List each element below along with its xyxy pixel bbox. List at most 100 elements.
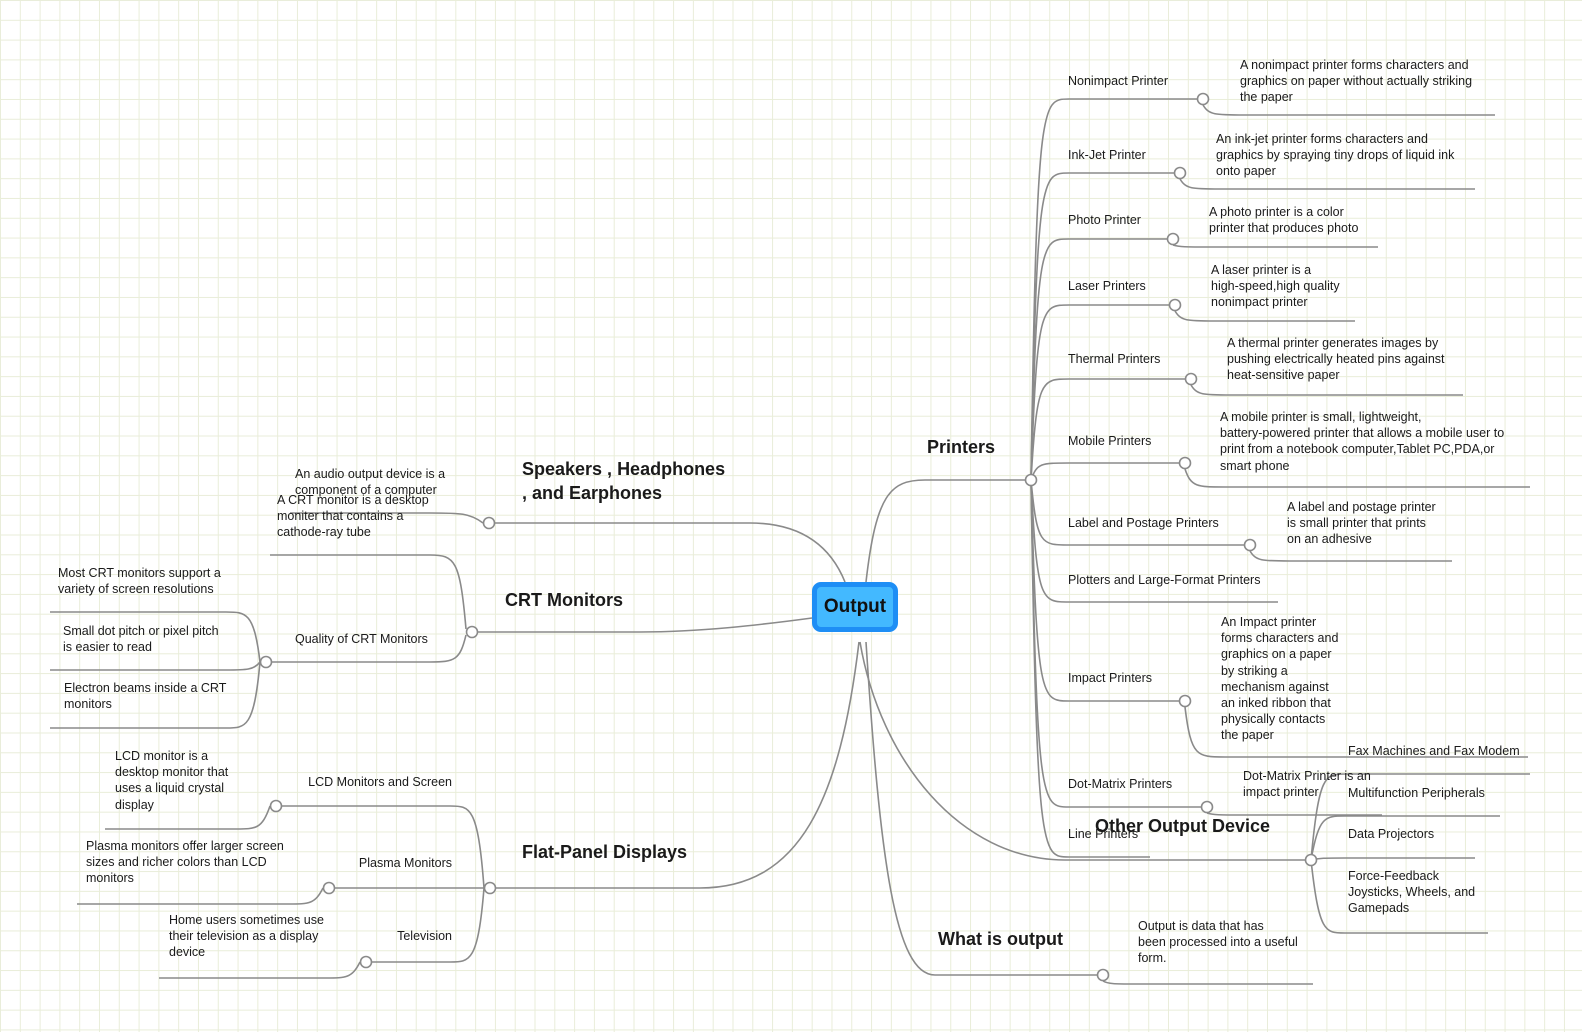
printer-connector [1030, 238, 1070, 481]
photo-printer-note[interactable]: A photo printer is a color printer that … [1209, 205, 1359, 236]
laser-printers-topic[interactable]: Laser Printers [1068, 279, 1146, 293]
flat-panel-item-connector [372, 887, 485, 963]
laser-printers-note[interactable]: A laser printer is a high-speed,high qua… [1211, 263, 1340, 310]
nonimpact-printer-topic[interactable]: Nonimpact Printer [1068, 74, 1169, 88]
force-feedback-topic[interactable]: Force-Feedback Joysticks, Wheels, and Ga… [1348, 869, 1476, 915]
printer-note-connector [1190, 384, 1463, 396]
printer-note-connector [1174, 310, 1355, 322]
crt-quality-toggle[interactable] [259, 655, 273, 669]
printer-toggle[interactable] [1243, 538, 1257, 552]
thermal-printers-topic[interactable]: Thermal Printers [1068, 352, 1161, 366]
crt-monitors-topic[interactable]: CRT Monitors [505, 590, 623, 610]
nonimpact-printer-note[interactable]: A nonimpact printer forms characters and… [1240, 58, 1473, 105]
dot-matrix-printers-note[interactable]: Dot-Matrix Printer is an impact printer [1243, 769, 1371, 800]
ink-jet-printer-note[interactable]: An ink-jet printer forms characters and … [1216, 132, 1455, 179]
printer-toggle[interactable] [1178, 694, 1192, 708]
printers-toggle[interactable] [1024, 473, 1038, 487]
printer-connector [1030, 479, 1070, 858]
thermal-printers-note[interactable]: A thermal printer generates images by pu… [1227, 336, 1445, 383]
printer-note-connector [1184, 706, 1528, 758]
printer-toggle[interactable] [1184, 372, 1198, 386]
plasma-monitors-note[interactable]: Plasma monitors offer larger screen size… [86, 839, 284, 886]
printers-topic[interactable]: Printers [927, 437, 996, 457]
printer-toggle[interactable] [1196, 92, 1210, 106]
other-output-toggle[interactable] [1304, 853, 1318, 867]
lcd-monitors-note[interactable]: LCD monitor is a desktop monitor that us… [115, 749, 229, 812]
printer-toggle[interactable] [1178, 456, 1192, 470]
what-is-output-note[interactable]: Output is data that has been processed i… [1138, 919, 1298, 966]
mobile-printers-note[interactable]: A mobile printer is small, lightweight, … [1220, 410, 1505, 473]
other-output-device-topic[interactable]: Other Output Device [1095, 816, 1271, 836]
plasma-monitors-topic[interactable]: Plasma Monitors [358, 856, 452, 870]
lcd-monitors-topic[interactable]: LCD Monitors and Screen [308, 775, 452, 789]
speakers-note-connector [290, 512, 484, 524]
central-topic[interactable]: Output [812, 582, 898, 632]
other-output-item-connector [1310, 815, 1500, 861]
label-postage-printers-note[interactable]: A label and postage printer is small pri… [1287, 500, 1436, 547]
ink-jet-printer-topic[interactable]: Ink-Jet Printer [1068, 148, 1146, 162]
flat-panel-displays-topic[interactable]: Flat-Panel Displays [522, 842, 688, 862]
what-is-output-topic[interactable]: What is output [938, 929, 1063, 949]
dot-matrix-printers-topic[interactable]: Dot-Matrix Printers [1068, 777, 1173, 791]
printer-note-connector [1249, 550, 1452, 562]
other-output-connector [859, 641, 1305, 861]
impact-printers-note[interactable]: An Impact printer forms characters and g… [1221, 615, 1339, 743]
what-is-output-toggle[interactable] [1096, 968, 1110, 982]
printer-connector [1030, 304, 1070, 481]
flat-panel-item-toggle[interactable] [322, 881, 336, 895]
flat-panel-connector [496, 641, 860, 889]
flat-panel-item-toggle[interactable] [269, 799, 283, 813]
other-output-item-connector [1310, 857, 1475, 861]
speakers-connector [495, 522, 846, 583]
data-projectors-topic[interactable]: Data Projectors [1348, 827, 1435, 841]
label-postage-printers-topic[interactable]: Label and Postage Printers [1068, 516, 1219, 530]
printer-toggle[interactable] [1173, 166, 1187, 180]
printer-toggle[interactable] [1168, 298, 1182, 312]
line-printers-topic[interactable]: Line Printers [1068, 827, 1139, 841]
flat-panel-note-connector [77, 887, 324, 905]
crt-quality-connector [272, 634, 467, 663]
speakers-toggle[interactable] [482, 516, 496, 530]
printers-connector [865, 479, 1031, 583]
flat-panel-note-connector [105, 805, 271, 830]
printer-connector [1030, 378, 1070, 481]
crt-quality-topic[interactable]: Quality of CRT Monitors [295, 632, 428, 646]
crt-quality-item-connector [50, 611, 261, 663]
plotters-topic[interactable]: Plotters and Large-Format Printers [1068, 573, 1261, 587]
crt-dot-pitch-note[interactable]: Small dot pitch or pixel pitch is easier… [63, 624, 219, 655]
television-topic[interactable]: Television [397, 929, 452, 943]
speakers-note[interactable]: An audio output device is a component of… [295, 467, 446, 498]
printer-toggle[interactable] [1200, 800, 1214, 814]
impact-printers-topic[interactable]: Impact Printers [1068, 671, 1153, 685]
printer-note-connector [1206, 812, 1382, 816]
flat-panel-item-toggle[interactable] [359, 955, 373, 969]
photo-printer-topic[interactable]: Photo Printer [1068, 213, 1141, 227]
crt-monitors-note[interactable]: A CRT monitor is a desktop moniter that … [277, 493, 429, 540]
multifunction-peripherals-topic[interactable]: Multifunction Peripherals [1348, 786, 1485, 800]
what-is-output-note-connector [1102, 980, 1313, 985]
flat-panel-item-connector [282, 805, 485, 889]
printer-toggle[interactable] [1166, 232, 1180, 246]
printer-note-connector [1202, 104, 1495, 116]
flat-panel-toggle[interactable] [483, 881, 497, 895]
crt-quality-item-connector [50, 661, 261, 729]
crt-note-connector [270, 554, 467, 630]
printer-connector [1030, 479, 1070, 808]
speakers-topic[interactable]: Speakers , Headphones , and Earphones [522, 459, 726, 503]
fax-machines-topic[interactable]: Fax Machines and Fax Modem [1348, 744, 1520, 758]
flat-panel-note-connector [159, 961, 361, 979]
crt-resolutions-note[interactable]: Most CRT monitors support a variety of s… [58, 566, 221, 597]
printer-note-connector [1179, 178, 1475, 190]
printer-connector [1030, 479, 1070, 702]
other-output-item-connector [1310, 773, 1530, 861]
printer-note-connector [1172, 244, 1378, 248]
other-output-item-connector [1310, 859, 1488, 934]
crt-toggle[interactable] [465, 625, 479, 639]
television-note[interactable]: Home users sometimes use their televisio… [169, 913, 324, 960]
crt-electron-beams-note[interactable]: Electron beams inside a CRT monitors [64, 681, 227, 712]
mobile-printers-topic[interactable]: Mobile Printers [1068, 434, 1152, 448]
crt-connector [478, 617, 813, 633]
printer-note-connector [1184, 468, 1530, 488]
